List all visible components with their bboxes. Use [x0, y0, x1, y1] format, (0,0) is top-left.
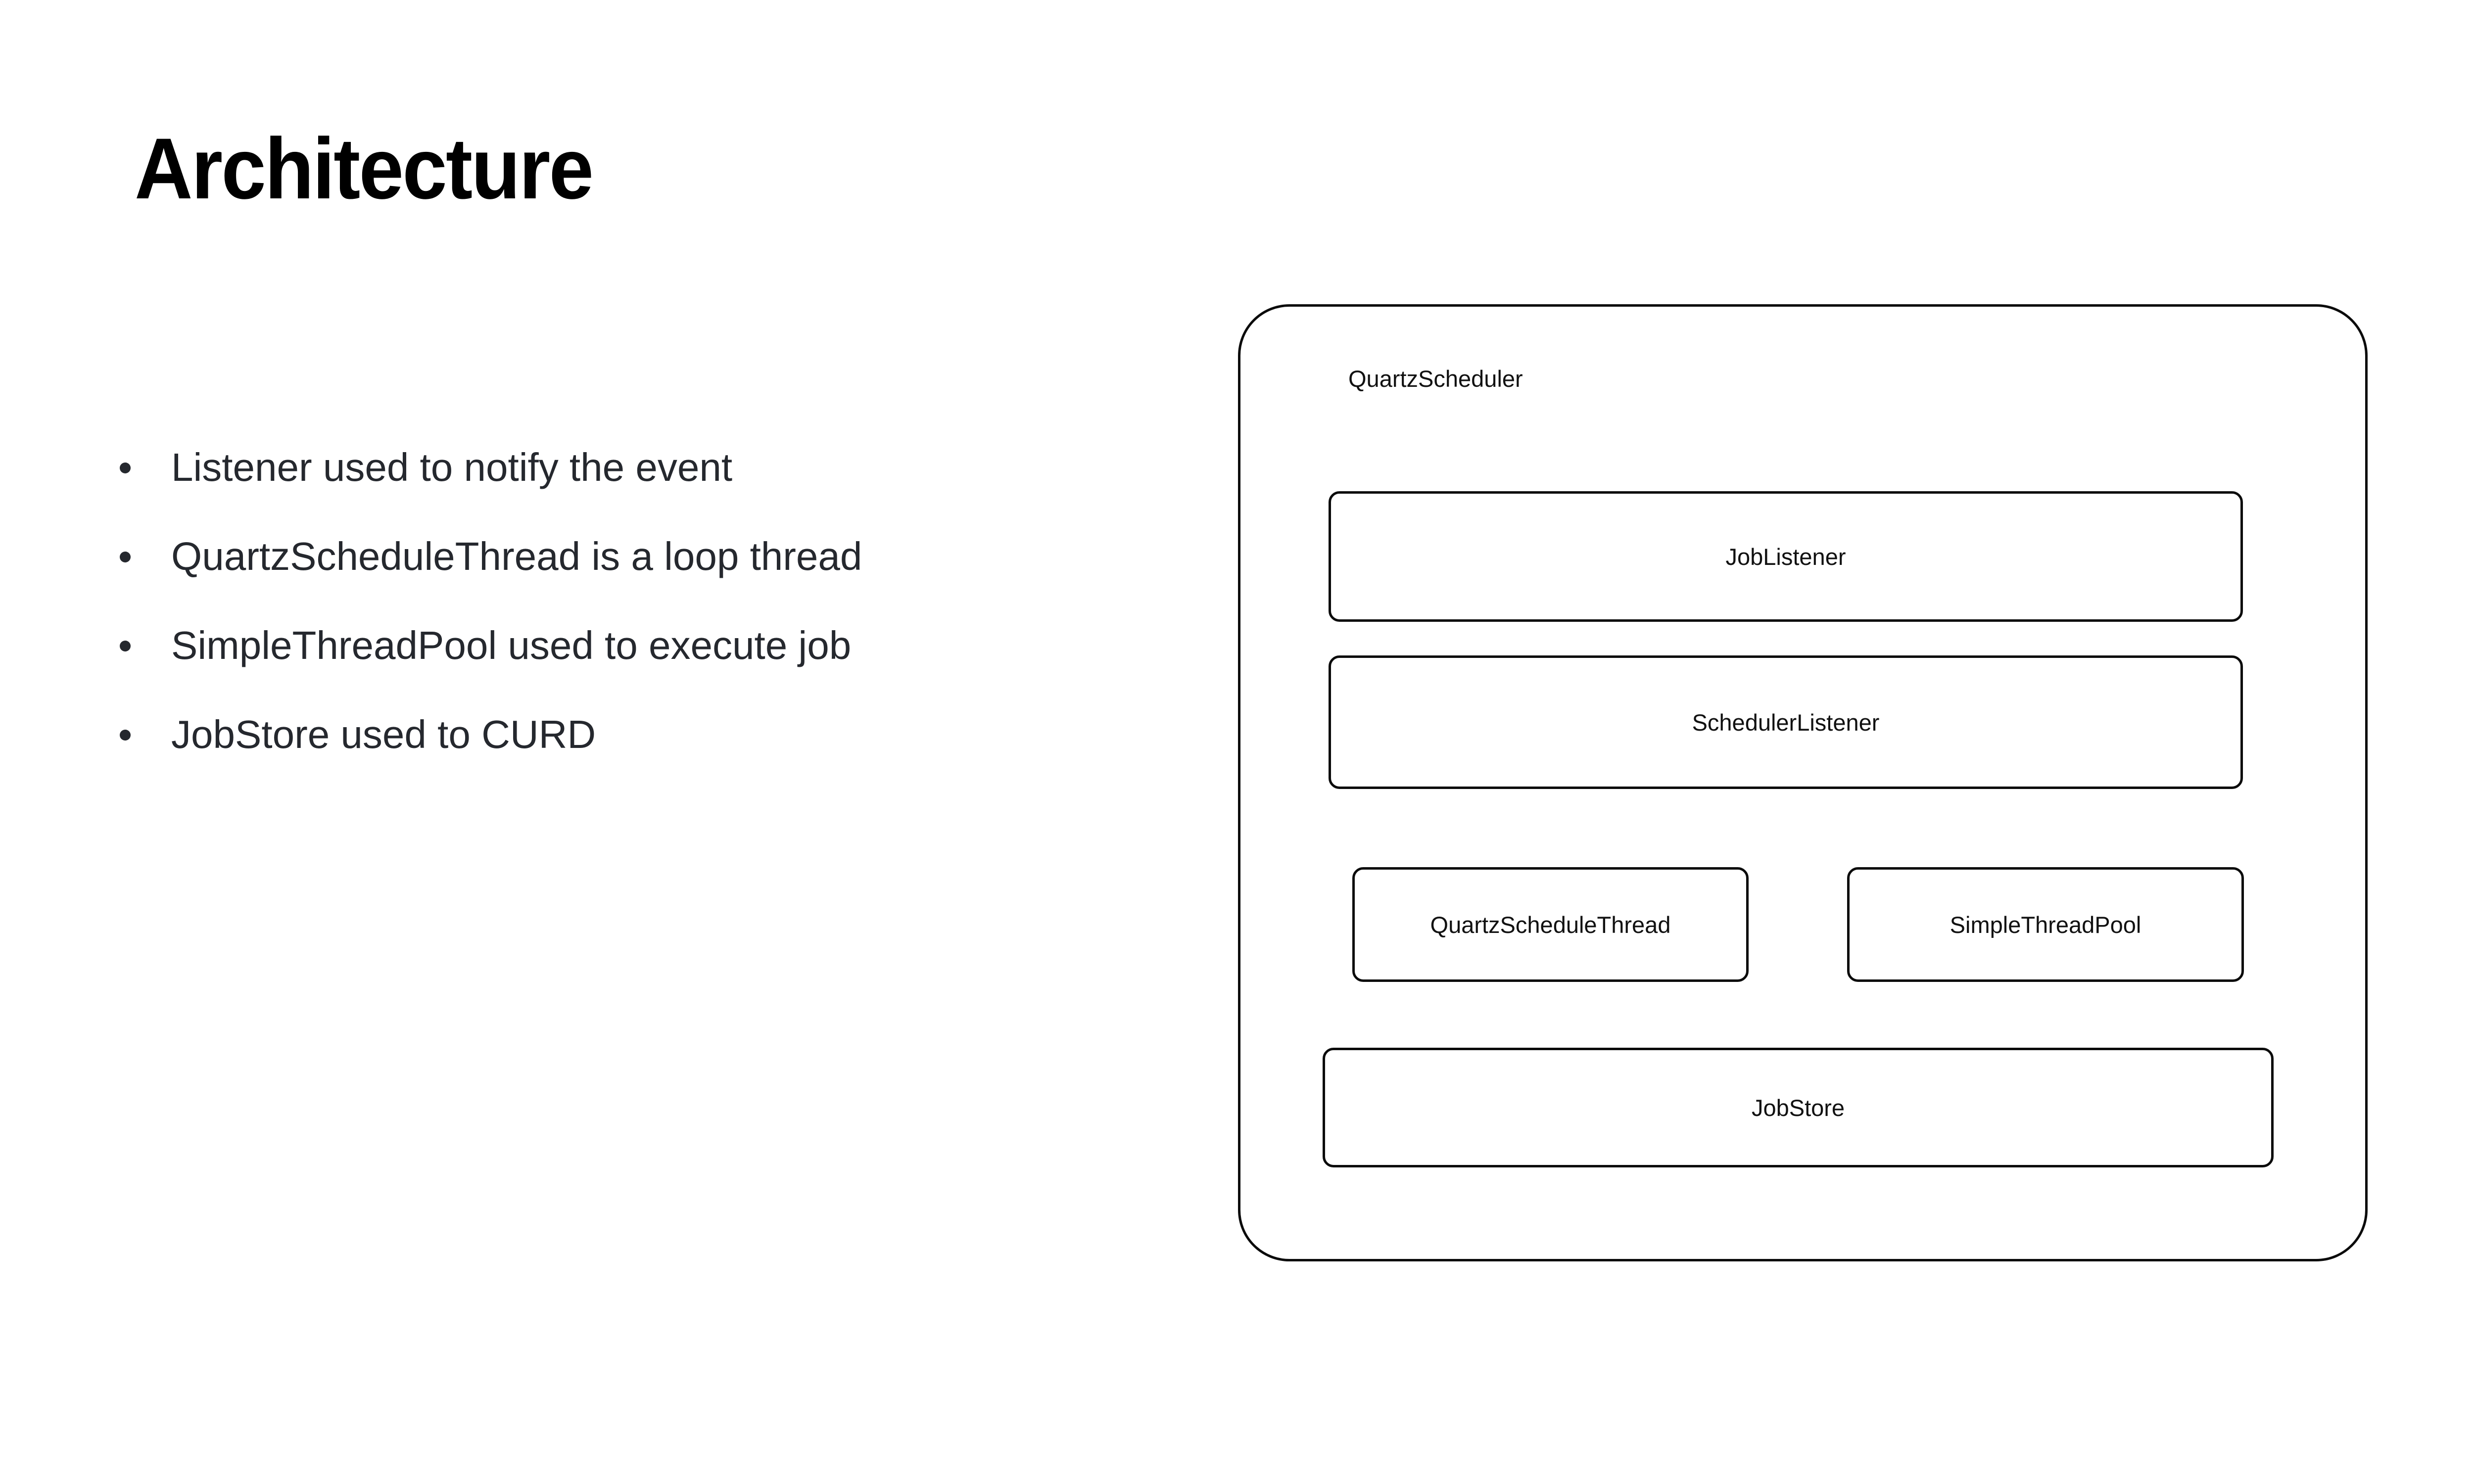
quartz-scheduler-label: QuartzScheduler — [1348, 366, 1523, 392]
diagram-box-label: QuartzScheduleThread — [1430, 911, 1671, 938]
bullet-point-icon — [120, 463, 131, 473]
list-item: QuartzScheduleThread is a loop thread — [113, 512, 1177, 601]
architecture-diagram: QuartzScheduler JobListener SchedulerLis… — [1238, 304, 2368, 1261]
list-item: JobStore used to CURD — [113, 690, 1177, 779]
bullet-item-label: JobStore used to CURD — [171, 712, 596, 756]
diagram-box-quartzschedulethread: QuartzScheduleThread — [1352, 867, 1749, 982]
bullet-list: Listener used to notify the event Quartz… — [113, 423, 1177, 779]
quartz-scheduler-container: QuartzScheduler JobListener SchedulerLis… — [1238, 304, 2368, 1261]
diagram-box-label: SchedulerListener — [1692, 709, 1880, 736]
list-item: SimpleThreadPool used to execute job — [113, 601, 1177, 690]
list-item: Listener used to notify the event — [113, 423, 1177, 512]
diagram-box-label: JobStore — [1751, 1094, 1845, 1121]
bullet-point-icon — [120, 552, 131, 562]
bullet-item-label: SimpleThreadPool used to execute job — [171, 623, 852, 667]
bullet-item-label: QuartzScheduleThread is a loop thread — [171, 534, 862, 578]
diagram-box-jobstore: JobStore — [1323, 1048, 2274, 1167]
bullet-point-icon — [120, 641, 131, 651]
diagram-box-label: SimpleThreadPool — [1950, 911, 2141, 938]
bullet-item-label: Listener used to notify the event — [171, 445, 733, 489]
diagram-box-schedulerlistener: SchedulerListener — [1329, 655, 2243, 789]
diagram-box-simplethreadpool: SimpleThreadPool — [1847, 867, 2244, 982]
diagram-box-joblistener: JobListener — [1329, 491, 2243, 622]
diagram-box-label: JobListener — [1725, 543, 1846, 570]
bullet-point-icon — [120, 730, 131, 741]
page-title: Architecture — [135, 121, 594, 217]
